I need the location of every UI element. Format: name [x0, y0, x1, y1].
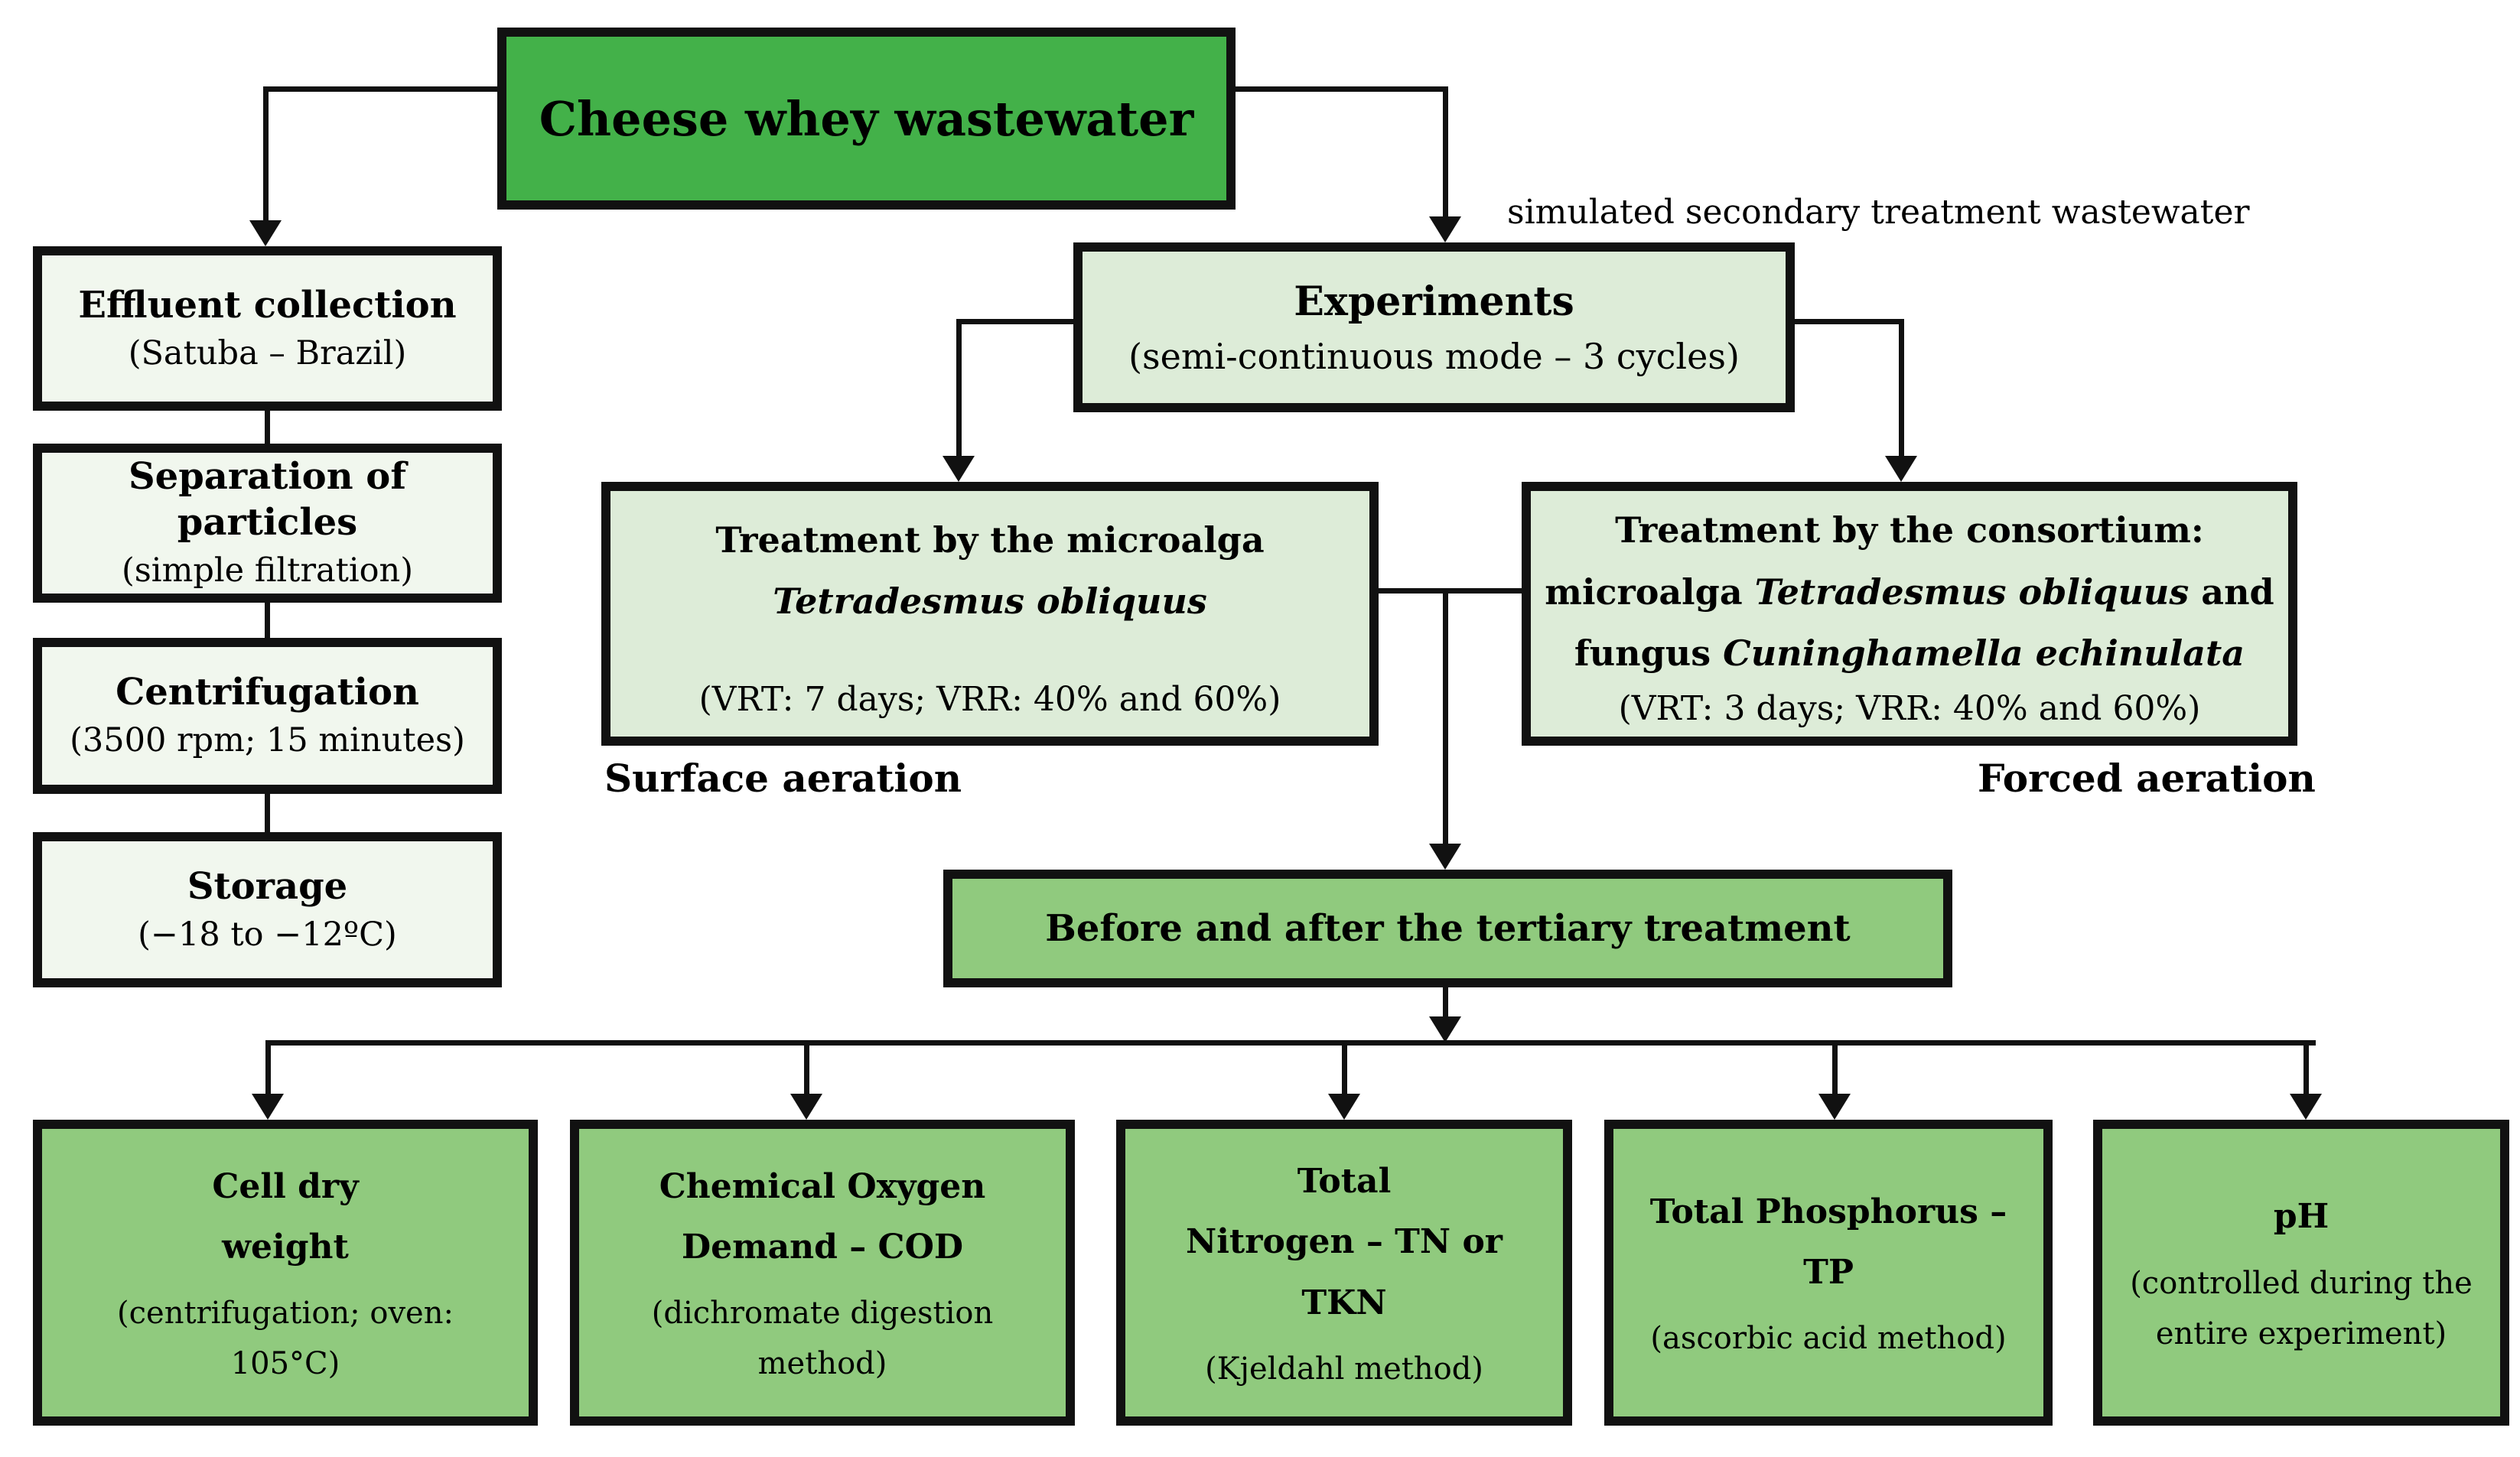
tn-title: Total Nitrogen – TN or TKN	[1186, 1162, 1503, 1322]
consortium-line1: Treatment by the consortium:	[1615, 509, 2204, 551]
arrow-down-analysis-1	[252, 1094, 284, 1120]
centrifugation-subtitle: (3500 rpm; 15 minutes)	[70, 721, 465, 760]
consortium-line3: fungus Cuninghamella echinulata	[1574, 623, 2245, 685]
secondary-treatment-note: simulated secondary treatment wastewater	[1507, 193, 2250, 232]
connector-top-left-vertical	[263, 86, 269, 223]
consortium-subtitle: (VRT: 3 days; VRR: 40% and 60%)	[1618, 688, 2201, 728]
drop-4	[1832, 1042, 1838, 1097]
arrow-down-to-consortium	[1885, 456, 1917, 482]
connector-tertiary-down	[1443, 987, 1448, 1020]
consortium-species-1: Tetradesmus obliquus	[1754, 571, 2190, 613]
box-ph: pH (controlled during the entire experim…	[2093, 1120, 2509, 1426]
connector-exp-left-vertical	[956, 319, 962, 459]
source-title: Cheese whey wastewater	[539, 90, 1194, 147]
cdw-subtitle: (centrifugation; oven: 105°C)	[117, 1296, 454, 1382]
box-effluent-collection: Effluent collection (Satuba – Brazil)	[33, 246, 502, 411]
cod-subtitle: (dichromate digestion method)	[651, 1296, 994, 1382]
tp-subtitle: (ascorbic acid method)	[1650, 1321, 2007, 1357]
connector-exp-right-horizontal	[1795, 319, 1904, 324]
box-separation-of-particles: Separation of particles (simple filtrati…	[33, 444, 502, 603]
experiments-subtitle: (semi-continuous mode – 3 cycles)	[1128, 335, 1740, 377]
experiments-title: Experiments	[1294, 278, 1574, 325]
drop-3	[1342, 1042, 1347, 1097]
centrifugation-title: Centrifugation	[116, 671, 419, 714]
arrow-down-analysis-3	[1328, 1094, 1360, 1120]
box-consortium-treatment: Treatment by the consortium: microalga T…	[1522, 482, 2297, 746]
ph-title: pH	[2273, 1197, 2330, 1237]
consortium-line3-prefix: fungus	[1574, 633, 1724, 675]
box-microalga-treatment: Treatment by the microalga Tetradesmus o…	[601, 482, 1379, 746]
microalga-subtitle: (VRT: 7 days; VRR: 40% and 60%)	[698, 679, 1281, 719]
arrow-down-to-effluent	[249, 220, 282, 246]
tertiary-title: Before and after the tertiary treatment	[1045, 907, 1851, 950]
box-total-phosphorus: Total Phosphorus – TP (ascorbic acid met…	[1604, 1120, 2053, 1426]
effluent-subtitle: (Satuba – Brazil)	[128, 333, 407, 372]
separation-subtitle: (simple filtration)	[121, 551, 414, 590]
box-total-nitrogen: Total Nitrogen – TN or TKN (Kjeldahl met…	[1116, 1120, 1572, 1426]
microalga-line1: Treatment by the microalga	[715, 519, 1265, 561]
consortium-line2-prefix: microalga	[1545, 571, 1755, 613]
drop-5	[2303, 1042, 2309, 1097]
consortium-species-2: Cuninghamella echinulata	[1723, 633, 2245, 675]
connector-effluent-separation	[265, 411, 270, 444]
box-centrifugation: Centrifugation (3500 rpm; 15 minutes)	[33, 638, 502, 794]
arrow-down-to-experiments	[1429, 216, 1461, 242]
connector-treatments-to-tertiary	[1443, 588, 1448, 847]
forced-aeration-label: Forced aeration	[1978, 756, 2316, 801]
tn-subtitle: (Kjeldahl method)	[1205, 1351, 1483, 1387]
cdw-title: Cell dry weight	[212, 1166, 359, 1267]
arrow-down-analysis-4	[1818, 1094, 1851, 1120]
drop-2	[804, 1042, 809, 1097]
box-storage: Storage (−18 to −12ºC)	[33, 832, 502, 987]
consortium-line2: microalga Tetradesmus obliquus and	[1545, 561, 2274, 623]
connector-top-left-horizontal	[265, 86, 497, 92]
connector-between-treatments	[1379, 588, 1522, 594]
drop-1	[265, 1042, 271, 1097]
arrow-down-analysis-5	[2290, 1094, 2322, 1120]
storage-subtitle: (−18 to −12ºC)	[138, 915, 397, 954]
connector-exp-left-horizontal	[959, 319, 1073, 324]
surface-aeration-label: Surface aeration	[604, 756, 962, 801]
arrow-down-to-tertiary	[1429, 844, 1461, 870]
consortium-line2-suffix: and	[2189, 571, 2274, 613]
ph-subtitle: (controlled during the entire experiment…	[2130, 1265, 2473, 1351]
connector-exp-right-vertical	[1899, 319, 1904, 459]
storage-title: Storage	[187, 864, 348, 908]
tp-title: Total Phosphorus – TP	[1649, 1192, 2007, 1292]
connector-separation-centrifugation	[265, 603, 270, 638]
box-tertiary-treatment: Before and after the tertiary treatment	[943, 870, 1952, 987]
connector-top-right-vertical	[1443, 86, 1448, 218]
arrow-down-to-distribution	[1429, 1016, 1461, 1042]
box-cheese-whey-wastewater: Cheese whey wastewater	[497, 28, 1236, 210]
box-cell-dry-weight: Cell dry weight (centrifugation; oven: 1…	[33, 1120, 538, 1426]
box-experiments: Experiments (semi-continuous mode – 3 cy…	[1073, 242, 1795, 412]
connector-centrifugation-storage	[265, 794, 270, 832]
box-cod: Chemical Oxygen Demand – COD (dichromate…	[570, 1120, 1075, 1426]
cod-title: Chemical Oxygen Demand – COD	[659, 1166, 986, 1267]
separation-title: Separation of particles	[129, 455, 406, 545]
distribution-line	[265, 1040, 2316, 1046]
microalga-species: Tetradesmus obliquus	[773, 581, 1207, 622]
effluent-title: Effluent collection	[78, 283, 457, 327]
arrow-down-to-microalga	[943, 456, 975, 482]
connector-top-right-horizontal	[1236, 86, 1448, 92]
arrow-down-analysis-2	[790, 1094, 822, 1120]
